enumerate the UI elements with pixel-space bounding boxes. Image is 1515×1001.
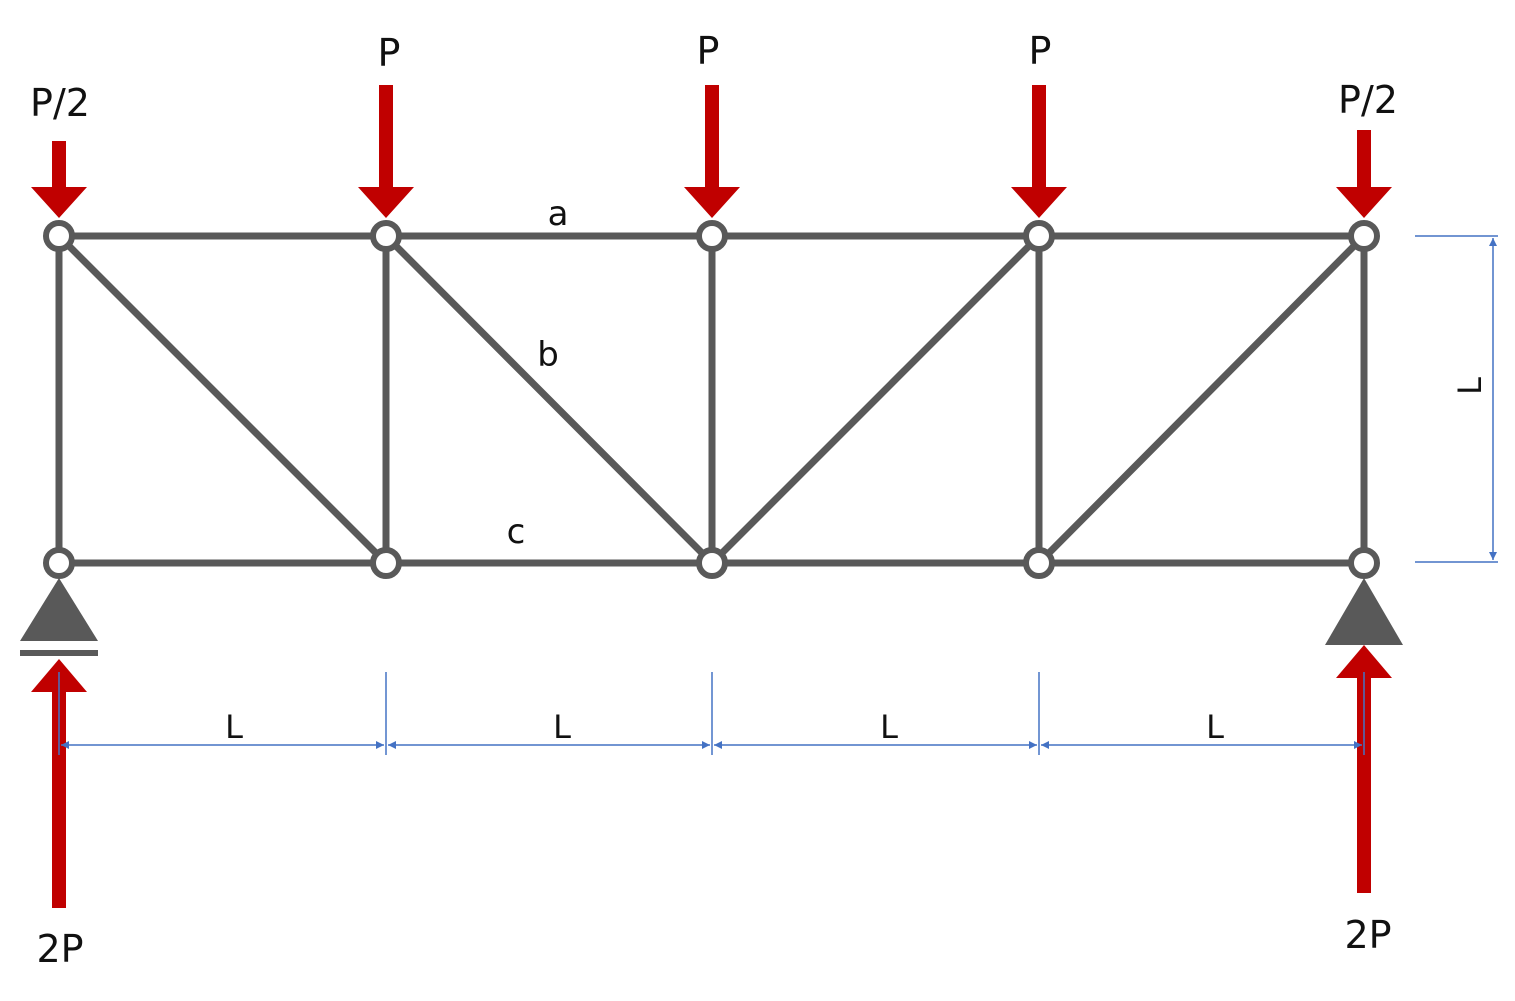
left-roller-support	[20, 578, 98, 656]
diagonal-member-4	[1035, 232, 1368, 567]
roller-support-icon	[20, 578, 98, 641]
truss-joints	[43, 220, 1380, 579]
load-label-panel-2: P	[697, 29, 720, 73]
load-label-panel-1: P	[378, 31, 401, 75]
dimension-label-span-1: L	[225, 708, 243, 746]
member-label-b: b	[537, 335, 559, 375]
load-arrow-panel-3	[1011, 85, 1067, 218]
right-pin-support	[1325, 578, 1403, 645]
dimension-label-span-2: L	[553, 708, 571, 746]
joint-bottom-5	[1348, 547, 1380, 579]
joint-top-4	[1023, 220, 1055, 252]
load-arrow-panel-2	[684, 85, 740, 218]
joint-top-3	[696, 220, 728, 252]
applied-loads	[31, 85, 1392, 218]
dimension-label-span-4: L	[1206, 708, 1224, 746]
pin-support-icon	[1325, 578, 1403, 645]
load-arrow-right-end	[1336, 130, 1392, 218]
member-label-a: a	[548, 194, 569, 234]
load-arrow-left-end	[31, 141, 87, 218]
load-arrow-panel-1	[358, 85, 414, 218]
joint-top-5	[1348, 220, 1380, 252]
reaction-arrow-right	[1336, 645, 1392, 893]
joint-top-2	[370, 220, 402, 252]
joint-bottom-1	[43, 547, 75, 579]
load-label-panel-3: P	[1029, 29, 1052, 73]
dimension-label-height: L	[1451, 377, 1489, 395]
joint-bottom-3	[696, 547, 728, 579]
joint-top-1	[43, 220, 75, 252]
member-b	[382, 232, 716, 567]
dimension-lines	[58, 235, 1498, 755]
joint-bottom-4	[1023, 547, 1055, 579]
reaction-label-left: 2P	[36, 927, 83, 971]
dimension-label-span-3: L	[880, 708, 898, 746]
load-label-left-end: P/2	[30, 81, 90, 125]
member-label-c: c	[507, 512, 526, 552]
diagonal-member-1	[55, 232, 390, 567]
truss-members	[55, 232, 1368, 567]
load-label-right-end: P/2	[1338, 78, 1398, 122]
diagonal-member-3	[708, 232, 1043, 567]
joint-bottom-2	[370, 547, 402, 579]
reaction-label-right: 2P	[1344, 913, 1391, 957]
